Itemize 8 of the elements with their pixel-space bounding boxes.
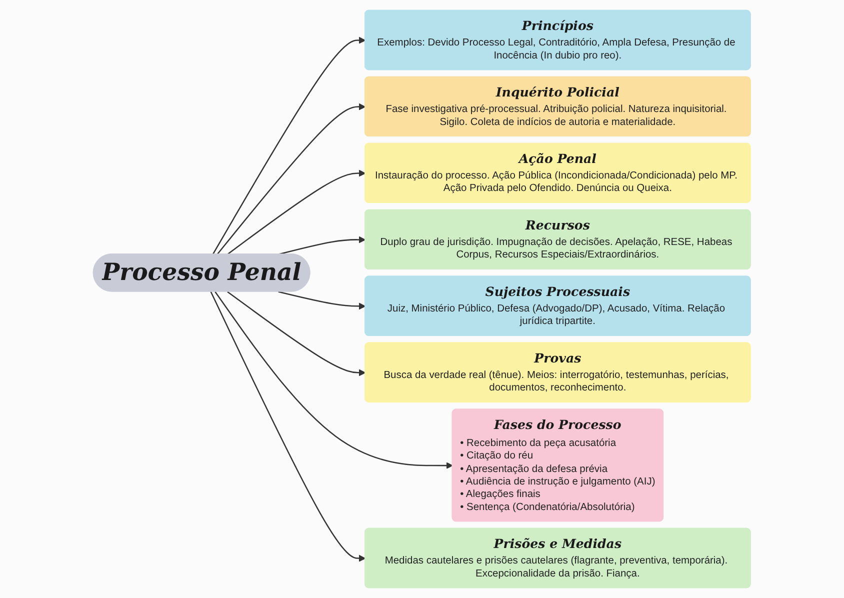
arrow [278, 291, 366, 310]
arrow [278, 236, 366, 255]
arrow [210, 291, 366, 562]
arrow [214, 291, 454, 470]
arrow [212, 36, 366, 255]
arrow [227, 170, 366, 255]
arrow [227, 291, 366, 376]
arrow [216, 103, 366, 255]
